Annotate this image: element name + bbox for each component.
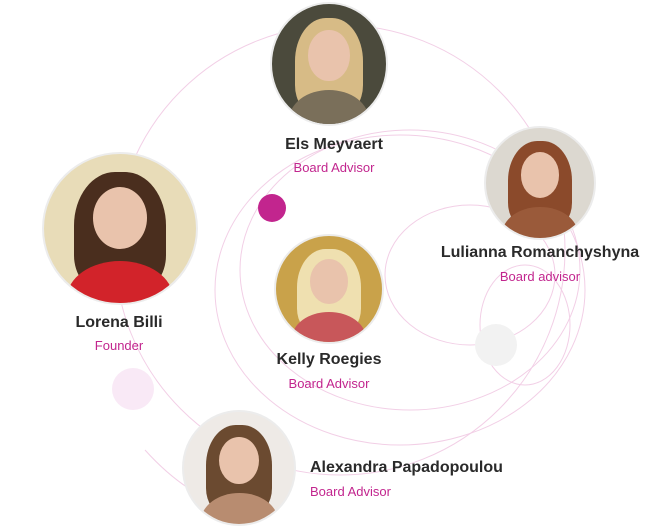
orbit-ring bbox=[214, 134, 586, 446]
member-name: Els Meyvaert bbox=[285, 136, 383, 153]
avatar-alexandra-papadopoulou bbox=[182, 410, 296, 526]
avatar-lorena-billi bbox=[42, 152, 198, 305]
member-role: Board Advisor bbox=[293, 160, 375, 175]
pink-dot bbox=[112, 368, 154, 410]
grey-dot bbox=[475, 324, 517, 366]
accent-dot bbox=[258, 194, 286, 222]
member-role: Board Advisor bbox=[310, 484, 391, 499]
avatar-lulianna-romanchyshyna bbox=[484, 126, 596, 240]
member-role: Founder bbox=[94, 338, 144, 353]
orbit-ring bbox=[479, 264, 571, 386]
member-name: Alexandra Papadopoulou bbox=[310, 459, 503, 476]
member-name: Lulianna Romanchyshyna bbox=[440, 244, 640, 261]
member-name: Kelly Roegies bbox=[276, 351, 382, 368]
orbit-ring bbox=[239, 129, 581, 411]
member-name: Lorena Billi bbox=[75, 314, 163, 331]
avatar-els-meyvaert bbox=[270, 2, 388, 126]
orbit-ring bbox=[384, 204, 556, 346]
member-role: Board Advisor bbox=[288, 376, 370, 391]
avatar-kelly-roegies bbox=[274, 234, 384, 344]
member-role: Board advisor bbox=[499, 269, 581, 284]
